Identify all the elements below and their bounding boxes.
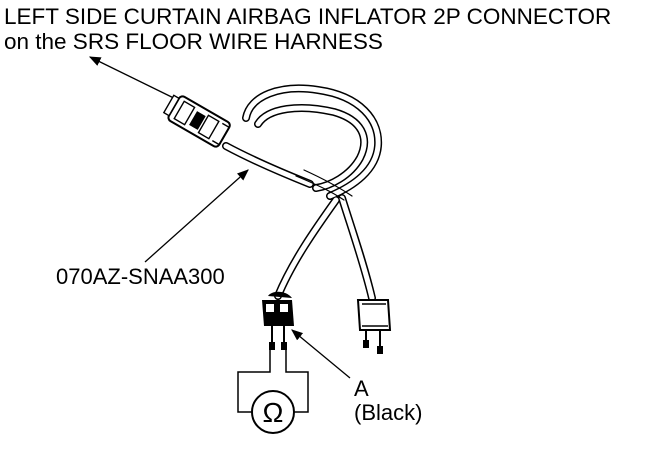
inflator-2p-connector <box>162 94 231 148</box>
leader-callout-a-arrow <box>291 329 351 379</box>
connector-a-black <box>262 291 294 350</box>
callout-a-note: (Black) <box>354 400 423 425</box>
ohm-symbol: Ω <box>263 397 284 428</box>
ohmmeter-leads <box>237 350 309 413</box>
part-number-label: 070AZ-SNAA300 <box>56 264 225 289</box>
ohmmeter-icon: Ω <box>251 390 295 434</box>
leader-part-arrow <box>144 169 249 263</box>
callout-a-letter: A <box>354 376 369 401</box>
title-line-2: on the SRS FLOOR WIRE HARNESS <box>4 29 383 54</box>
title-line-1: LEFT SIDE CURTAIN AIRBAG INFLATOR 2P CON… <box>4 4 612 29</box>
right-2p-connector <box>356 299 392 354</box>
harness-cable <box>222 84 383 302</box>
